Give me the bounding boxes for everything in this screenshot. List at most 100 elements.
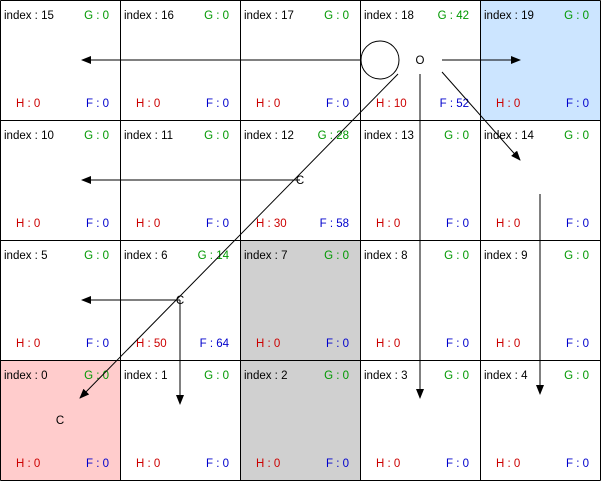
cell-h-value: H : 0: [16, 458, 41, 470]
cell-h-value: H : 10: [376, 98, 407, 110]
cell-g-value: G : 28: [317, 130, 349, 142]
cell-f-value: F : 64: [199, 338, 229, 350]
cell-g-value: G : 0: [324, 250, 349, 262]
cell-index-label: index : 1: [124, 370, 168, 382]
cell-h-value: H : 0: [376, 458, 401, 470]
cell-g-value: G : 0: [204, 130, 229, 142]
cell-g-value: G : 0: [564, 10, 589, 22]
start-marker: O: [416, 55, 425, 67]
cell-f-value: F : 0: [445, 458, 469, 470]
cell-f-value: F : 58: [319, 218, 349, 230]
path-marker-12: C: [296, 175, 304, 187]
cell-index-label: index : 6: [124, 250, 168, 262]
arrow-diagonal-path: [79, 73, 399, 399]
cell-index-label: index : 18: [364, 10, 414, 22]
cell-f-value: F : 0: [565, 218, 589, 230]
cell-f-value: F : 0: [565, 338, 589, 350]
cell-index-label: index : 7: [244, 250, 288, 262]
cell-f-value: F : 52: [439, 98, 469, 110]
cell-index-label: index : 2: [244, 370, 288, 382]
cell-index-label: index : 16: [124, 10, 174, 22]
cell-f-value: F : 0: [325, 458, 349, 470]
grid-cell: index : 8 G : 0 H : 0 F : 0: [360, 240, 480, 360]
grid-cell: index : 18 G : 42 H : 10 F : 52: [360, 0, 480, 120]
cell-g-value: G : 0: [324, 370, 349, 382]
cell-h-value: H : 30: [256, 218, 287, 230]
grid-cell: index : 17 G : 0 H : 0 F : 0: [240, 0, 360, 120]
start-circle: [360, 40, 400, 80]
cell-h-value: H : 0: [496, 98, 521, 110]
arrow-to-index14: [441, 71, 521, 161]
cell-h-value: H : 0: [16, 218, 41, 230]
cell-h-value: H : 50: [136, 338, 167, 350]
cell-h-value: H : 0: [496, 218, 521, 230]
cell-index-label: index : 0: [4, 370, 48, 382]
cell-g-value: G : 0: [564, 370, 589, 382]
cell-index-label: index : 8: [364, 250, 408, 262]
cell-g-value: G : 14: [197, 250, 229, 262]
cell-g-value: G : 0: [564, 250, 589, 262]
grid-cell: index : 13 G : 0 H : 0 F : 0: [360, 120, 480, 240]
cell-g-value: G : 0: [444, 370, 469, 382]
cell-index-label: index : 9: [484, 250, 528, 262]
cell-g-value: G : 0: [84, 250, 109, 262]
grid-cell: index : 12 G : 28 H : 30 F : 58: [240, 120, 360, 240]
goal-marker: C: [56, 415, 64, 427]
cell-g-value: G : 0: [444, 130, 469, 142]
grid-cell: index : 7 G : 0 H : 0 F : 0: [240, 240, 360, 360]
grid-cell: index : 6 G : 14 H : 50 F : 64: [120, 240, 240, 360]
cell-f-value: F : 0: [85, 98, 109, 110]
cell-h-value: H : 0: [496, 458, 521, 470]
cell-h-value: H : 0: [376, 218, 401, 230]
cell-f-value: F : 0: [565, 98, 589, 110]
cell-f-value: F : 0: [445, 338, 469, 350]
cell-f-value: F : 0: [205, 218, 229, 230]
cell-f-value: F : 0: [85, 458, 109, 470]
cell-g-value: G : 0: [204, 370, 229, 382]
grid-cell: index : 1 G : 0 H : 0 F : 0: [120, 360, 240, 480]
cell-g-value: G : 0: [564, 130, 589, 142]
cell-h-value: H : 0: [256, 98, 281, 110]
cell-f-value: F : 0: [565, 458, 589, 470]
cell-h-value: H : 0: [256, 338, 281, 350]
cell-index-label: index : 17: [244, 10, 294, 22]
cell-index-label: index : 10: [4, 130, 54, 142]
cell-h-value: H : 0: [136, 98, 161, 110]
cell-g-value: G : 0: [444, 250, 469, 262]
grid-cell: index : 9 G : 0 H : 0 F : 0: [480, 240, 600, 360]
cell-h-value: H : 0: [136, 218, 161, 230]
cell-f-value: F : 0: [325, 98, 349, 110]
cell-g-value: G : 0: [84, 130, 109, 142]
cell-g-value: G : 0: [204, 10, 229, 22]
grid-cell: index : 0 G : 0 H : 0 F : 0: [0, 360, 120, 480]
cell-h-value: H : 0: [136, 458, 161, 470]
cell-g-value: G : 42: [437, 10, 469, 22]
cell-h-value: H : 0: [376, 338, 401, 350]
cell-f-value: F : 0: [205, 98, 229, 110]
cell-h-value: H : 0: [256, 458, 281, 470]
grid-cell: index : 16 G : 0 H : 0 F : 0: [120, 0, 240, 120]
cell-index-label: index : 13: [364, 130, 414, 142]
cell-h-value: H : 0: [16, 338, 41, 350]
cell-g-value: G : 0: [324, 10, 349, 22]
cell-index-label: index : 19: [484, 10, 534, 22]
cell-f-value: F : 0: [205, 458, 229, 470]
cell-index-label: index : 12: [244, 130, 294, 142]
cell-index-label: index : 15: [4, 10, 54, 22]
cell-h-value: H : 0: [496, 338, 521, 350]
cell-h-value: H : 0: [16, 98, 41, 110]
cell-f-value: F : 0: [325, 338, 349, 350]
cell-index-label: index : 3: [364, 370, 408, 382]
cell-g-value: G : 0: [84, 370, 109, 382]
grid-cell: index : 2 G : 0 H : 0 F : 0: [240, 360, 360, 480]
cell-index-label: index : 5: [4, 250, 48, 262]
cell-f-value: F : 0: [445, 218, 469, 230]
